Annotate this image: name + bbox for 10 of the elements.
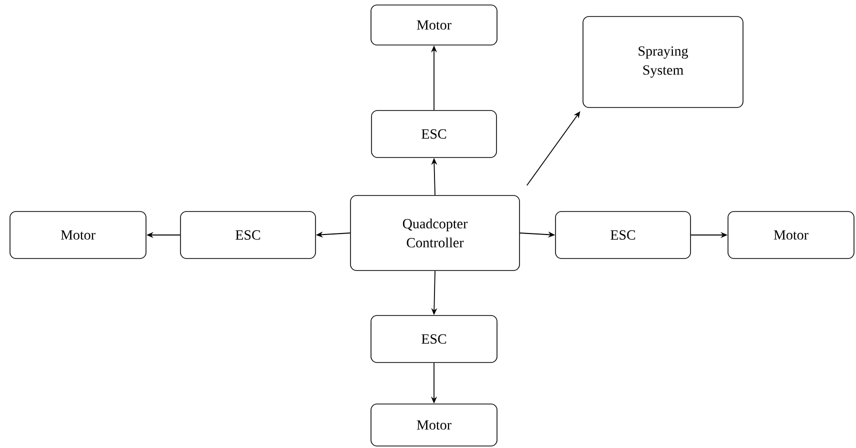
block-box: Motor: [370, 4, 498, 46]
block-box: Motor: [370, 404, 498, 446]
block-box: ESC: [555, 211, 691, 259]
controller-box: Quadcopter Controller: [350, 195, 520, 271]
block-box: ESC: [370, 315, 498, 363]
block-box: Spraying System: [582, 16, 744, 108]
block-box: Motor: [728, 211, 854, 259]
block-box: Motor: [10, 211, 146, 259]
block-box: ESC: [371, 110, 497, 158]
block-box: ESC: [180, 211, 316, 259]
